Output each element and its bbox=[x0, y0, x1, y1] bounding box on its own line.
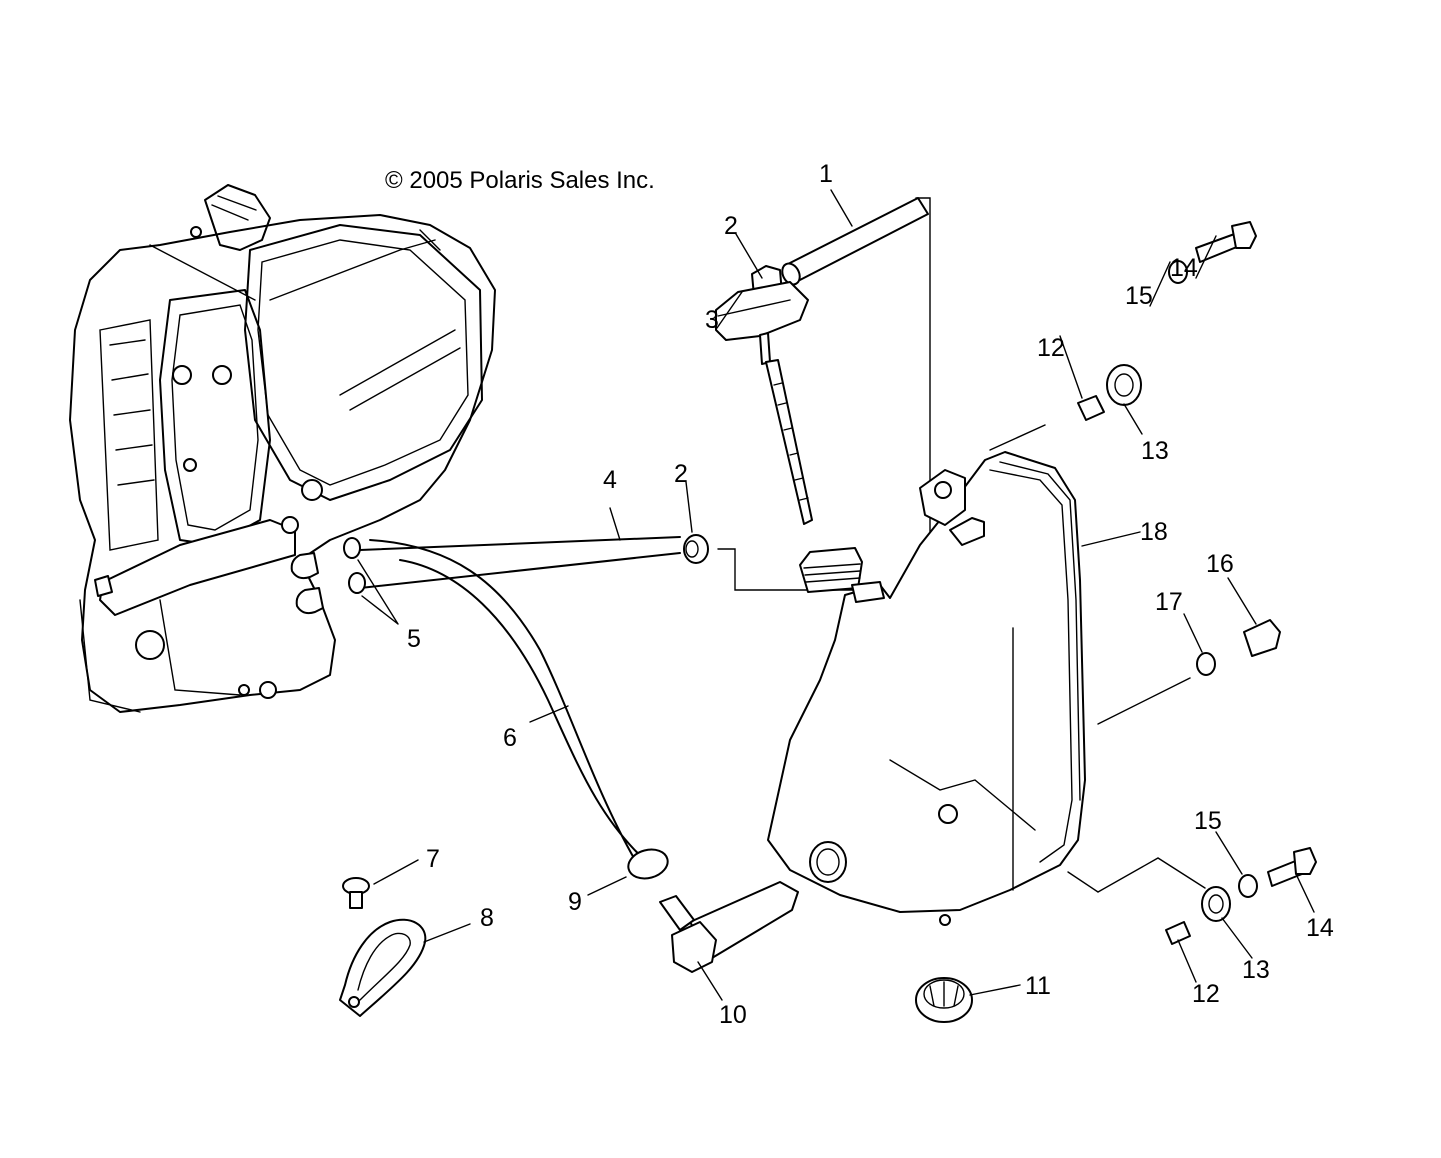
copyright-text: © 2005 Polaris Sales Inc. bbox=[385, 167, 655, 194]
callout-2-lower: 2 bbox=[674, 460, 688, 488]
screw-7 bbox=[342, 877, 370, 909]
grommet-13-upper bbox=[1106, 364, 1142, 406]
callout-15-upper: 15 bbox=[1125, 282, 1153, 310]
callout-15-lower: 15 bbox=[1194, 807, 1222, 835]
callout-18: 18 bbox=[1140, 518, 1168, 546]
p-clamp-8 bbox=[339, 918, 427, 1017]
fill-cap-11 bbox=[915, 977, 973, 1023]
callout-12-lower: 12 bbox=[1192, 980, 1220, 1008]
oil-tank-18 bbox=[767, 451, 1086, 926]
hose-4 bbox=[359, 536, 681, 589]
callout-labels: 1 2 3 2 4 5 6 7 8 9 10 11 12 13 15 14 18… bbox=[407, 160, 1334, 1029]
callout-14-upper: 14 bbox=[1170, 254, 1198, 282]
callout-14-lower: 14 bbox=[1306, 914, 1334, 942]
dipstick-3 bbox=[715, 281, 813, 525]
callout-12-upper: 12 bbox=[1037, 334, 1065, 362]
callout-3: 3 bbox=[705, 306, 719, 334]
clamps-5 bbox=[343, 537, 366, 594]
clamp-9 bbox=[627, 848, 669, 880]
washer-15-lower bbox=[1238, 874, 1258, 898]
callout-8: 8 bbox=[480, 904, 494, 932]
washer-17 bbox=[1196, 652, 1216, 676]
callout-13-upper: 13 bbox=[1141, 437, 1169, 465]
callout-1: 1 bbox=[819, 160, 833, 188]
hose-6 bbox=[369, 539, 651, 866]
washer-15-upper bbox=[1168, 260, 1188, 284]
callout-7: 7 bbox=[426, 845, 440, 873]
callout-5: 5 bbox=[407, 625, 421, 653]
clamp-2-lower bbox=[683, 534, 709, 564]
spacer-12-upper bbox=[1077, 395, 1105, 421]
spacer-12-lower bbox=[1165, 921, 1191, 945]
drain-plug-16 bbox=[1243, 619, 1281, 657]
callout-9: 9 bbox=[568, 888, 582, 916]
callout-16: 16 bbox=[1206, 550, 1234, 578]
bolt-14-lower bbox=[1267, 847, 1317, 887]
callout-2-upper: 2 bbox=[724, 212, 738, 240]
grommet-13-lower bbox=[1201, 886, 1231, 922]
callout-17: 17 bbox=[1155, 588, 1183, 616]
callout-4: 4 bbox=[603, 466, 617, 494]
engine-assembly bbox=[69, 184, 496, 713]
callout-6: 6 bbox=[503, 724, 517, 752]
callout-10: 10 bbox=[719, 1001, 747, 1029]
leader-lines bbox=[357, 189, 1315, 1001]
vent-tube-1 bbox=[781, 197, 929, 286]
elbow-fitting-10 bbox=[659, 881, 799, 973]
callout-11: 11 bbox=[1025, 972, 1051, 1000]
bolt-14-upper bbox=[1195, 221, 1257, 263]
callout-13-lower: 13 bbox=[1242, 956, 1270, 984]
